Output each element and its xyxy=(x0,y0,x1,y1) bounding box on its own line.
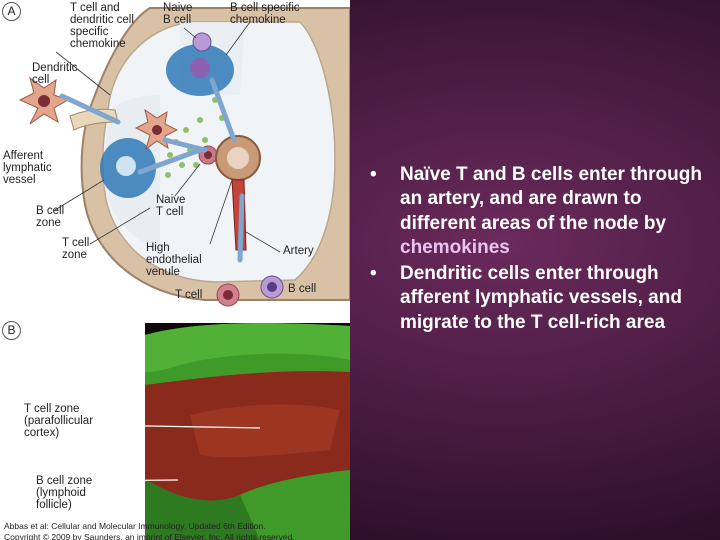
label-artery: Artery xyxy=(283,245,314,257)
bullet-marker: • xyxy=(370,164,377,185)
label-t-cell-dendritic-chemokine: T cell and dendritic cell specific chemo… xyxy=(70,2,134,50)
label-b-cell-specific-chemokine: B cell specific chemokine xyxy=(230,2,300,26)
panel-b-letter: B xyxy=(2,321,21,340)
label-b-cell-zone-follicle: B cell zone (lymphoid follicle) xyxy=(36,475,93,511)
label-t-cell-zone: T cell zone xyxy=(62,237,90,261)
bullet-accent-term: chemokines xyxy=(400,236,510,258)
bullet-item-naive-cells: • Naïve T and B cells enter through an a… xyxy=(366,163,716,260)
label-afferent-lymphatic-vessel: Afferent lymphatic vessel xyxy=(3,150,52,186)
label-t-cell-zone-parafollicular: T cell zone (parafollicular cortex) xyxy=(24,403,94,439)
bullet-marker: • xyxy=(370,263,377,285)
lymph-node-illustration xyxy=(18,7,350,307)
label-b-cell: B cell xyxy=(288,283,317,295)
label-dendritic-cell: Dendritic cell xyxy=(32,62,78,86)
figure-citation-line1: Abbas et al: Cellular and Molecular Immu… xyxy=(4,521,266,531)
bullet-text: Naïve T and B cells enter through an art… xyxy=(400,164,702,234)
bullet-list: • Naïve T and B cells enter through an a… xyxy=(366,163,716,337)
label-naive-b-cell: Naive B cell xyxy=(163,2,193,26)
label-t-cell: T cell xyxy=(175,289,203,301)
dendritic-cell-outside xyxy=(18,76,70,125)
panel-a-letter: A xyxy=(2,2,21,21)
bullet-text: Dendritic cells enter through afferent l… xyxy=(400,263,682,333)
dendritic-cell-inside xyxy=(134,108,179,151)
label-naive-t-cell: Naive T cell xyxy=(156,194,186,218)
lymph-node-micrograph xyxy=(61,323,350,540)
label-b-cell-zone: B cell zone xyxy=(36,205,65,229)
lymph-node-diagram xyxy=(18,7,350,540)
bullet-item-dendritic-cells: • Dendritic cells enter through afferent… xyxy=(366,262,716,335)
label-high-endothelial-venule: High endothelial venule xyxy=(146,242,202,278)
lymph-node-figure: A B T cell and dendritic cell specific c… xyxy=(0,0,350,540)
figure-citation-line2: Copyright © 2009 by Saunders, an imprint… xyxy=(4,532,295,540)
